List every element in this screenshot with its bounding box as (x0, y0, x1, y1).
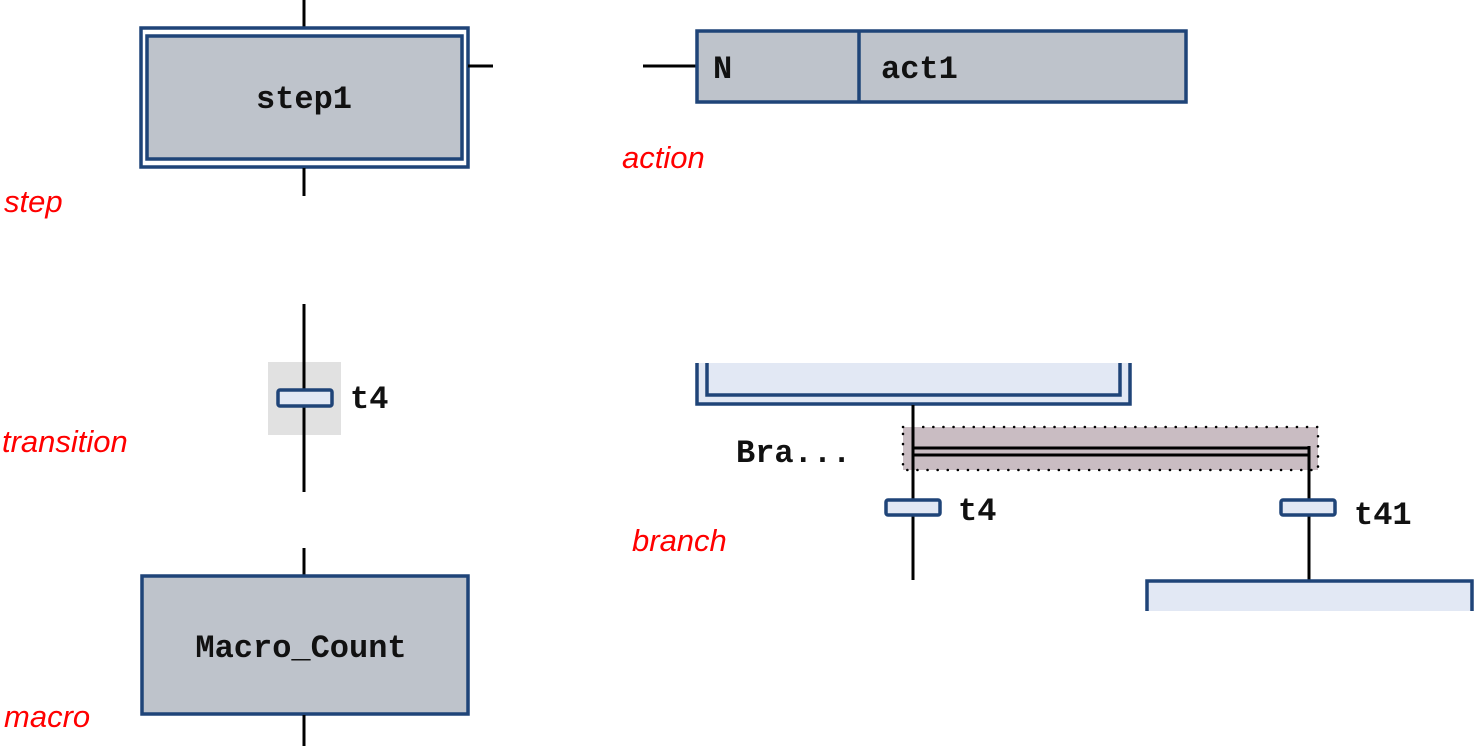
action-box[interactable] (695, 29, 1188, 104)
macro-box[interactable] (140, 574, 470, 716)
branch-upper-step-inner-border (705, 363, 1122, 397)
action-label: action (622, 140, 705, 175)
action-name[interactable]: act1 (881, 51, 958, 88)
branch-upper-step-fill (697, 363, 1130, 404)
branch-upper-step-outer-border (695, 363, 1132, 406)
step-element[interactable]: step1 (139, 0, 493, 196)
branch-element[interactable]: Bra... t4 t41 (695, 363, 1474, 611)
step-box[interactable] (145, 34, 464, 161)
branch-name[interactable]: Bra... (736, 435, 851, 472)
macro-element[interactable]: Macro_Count (140, 548, 470, 746)
branch-transition-left-name[interactable]: t4 (958, 493, 996, 530)
branch-transition-right-bar[interactable] (1279, 498, 1337, 517)
transition-label: transition (2, 424, 128, 459)
transition-bar[interactable] (276, 388, 334, 408)
branch-transition-left[interactable]: t4 (884, 493, 996, 530)
branch-transition-left-bar[interactable] (884, 498, 942, 517)
transition-element[interactable]: t4 (268, 304, 388, 492)
branch-lower-step-fill (1147, 581, 1472, 611)
step-name: step1 (256, 81, 352, 118)
step-label: step (4, 184, 63, 219)
action-qualifier[interactable]: N (713, 51, 732, 88)
action-element[interactable]: N act1 (643, 29, 1188, 104)
branch-transition-right[interactable]: t41 (1279, 497, 1412, 534)
branch-lower-step-border (1145, 579, 1474, 611)
branch-transition-right-name[interactable]: t41 (1354, 497, 1412, 534)
macro-name: Macro_Count (195, 630, 406, 667)
macro-label: macro (4, 699, 90, 734)
branch-label: branch (632, 523, 727, 558)
transition-name[interactable]: t4 (350, 381, 388, 418)
